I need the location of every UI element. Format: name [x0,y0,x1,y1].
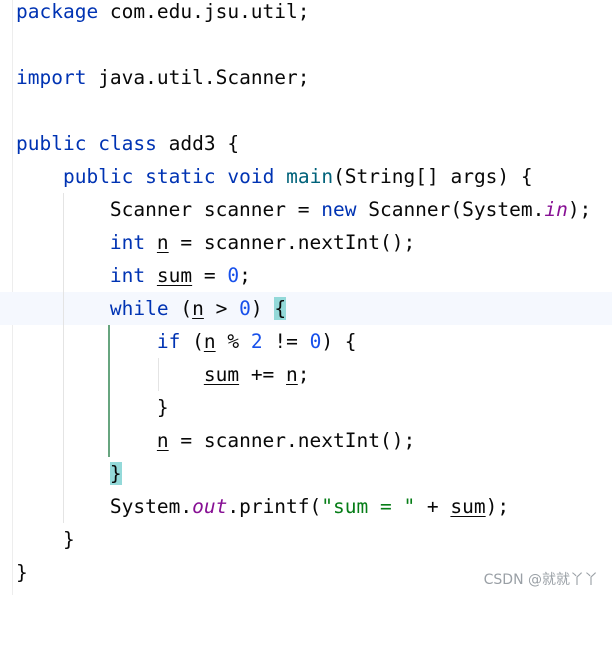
n-reassign: = scanner.nextInt(); [168,429,416,452]
scope-guide-while [108,325,110,457]
string-literal: "sum = " [321,495,416,518]
code-line-class[interactable]: public class add3 { [0,127,612,160]
brace-close: } [16,561,28,584]
import-name: java.util.Scanner; [86,66,310,89]
code-editor[interactable]: package com.edu.jsu.util; import java.ut… [0,0,612,595]
var-n: n [203,330,216,353]
main-params: (String[] args) { [333,165,533,188]
number-zero: 0 [239,297,251,320]
number-zero: 0 [227,264,240,287]
system-ref: System. [109,495,193,518]
var-sum: sum [156,264,193,287]
keyword-static: static [145,165,216,188]
number-zero: 0 [309,330,322,353]
printf-call: .printf( [227,495,322,518]
gt-op: > [203,297,240,320]
paren-open: ( [180,330,204,353]
var-n: n [156,429,169,452]
keyword-public: public [16,132,87,155]
code-line-package[interactable]: package com.edu.jsu.util; [0,0,612,28]
printf-end: ); [485,495,510,518]
code-line-main[interactable]: public static void main(String[] args) { [0,160,612,193]
semicolon: ; [239,264,251,287]
code-line-scanner[interactable]: Scanner scanner = new Scanner(System.in)… [0,193,612,226]
code-line-class-close[interactable]: } [0,556,612,589]
plus-eq-op: += [239,363,287,386]
watermark: CSDN @就就丫丫 [483,572,598,588]
keyword-public: public [62,165,134,188]
code-line-int-sum[interactable]: int sum = 0; [0,259,612,292]
code-line-while[interactable]: while (n > 0) { [0,292,612,325]
indent-guide-main [63,193,64,523]
code-line-while-close[interactable]: } [0,457,612,490]
keyword-import: import [16,66,87,89]
paren-close: ) [250,297,275,320]
sum-eq: = [192,264,228,287]
scanner-end: ); [567,198,592,221]
keyword-int: int [109,264,146,287]
indent-guide-if [158,358,159,391]
plus-op: + [415,495,451,518]
mod-op: % [215,330,251,353]
number-two: 2 [250,330,263,353]
package-name: com.edu.jsu.util; [98,0,310,23]
scanner-decl: Scanner scanner = [109,198,322,221]
field-in: in [544,198,568,221]
scanner-ctor: Scanner(System. [356,198,545,221]
code-line-printf[interactable]: System.out.printf("sum = " + sum); [0,490,612,523]
method-main: main [286,165,334,188]
code-line-n-reassign[interactable]: n = scanner.nextInt(); [0,424,612,457]
keyword-new: new [321,198,357,221]
if-close: ) { [321,330,357,353]
var-sum: sum [450,495,486,518]
code-line-main-close[interactable]: } [0,523,612,556]
code-line-if[interactable]: if (n % 2 != 0) { [0,325,612,358]
neq-op: != [262,330,310,353]
brace-close: } [156,396,169,419]
brace-close-highlight: } [109,462,122,485]
class-name: add3 { [156,132,240,155]
var-sum: sum [203,363,240,386]
paren-open: ( [168,297,193,320]
var-n: n [192,297,204,320]
code-line-sum-add[interactable]: sum += n; [0,358,612,391]
keyword-while: while [109,297,169,320]
keyword-if: if [156,330,181,353]
brace-close: } [62,528,75,551]
keyword-void: void [227,165,275,188]
code-line-import[interactable]: import java.util.Scanner; [0,61,612,94]
keyword-package: package [16,0,99,23]
var-n: n [156,231,169,254]
code-line-if-close[interactable]: } [0,391,612,424]
n-assign: = scanner.nextInt(); [168,231,416,254]
code-line-int-n[interactable]: int n = scanner.nextInt(); [0,226,612,259]
var-n: n [286,363,298,386]
keyword-int: int [109,231,146,254]
semicolon: ; [297,363,310,386]
keyword-class: class [98,132,157,155]
brace-open-highlight: { [274,297,287,320]
field-out: out [192,495,228,518]
